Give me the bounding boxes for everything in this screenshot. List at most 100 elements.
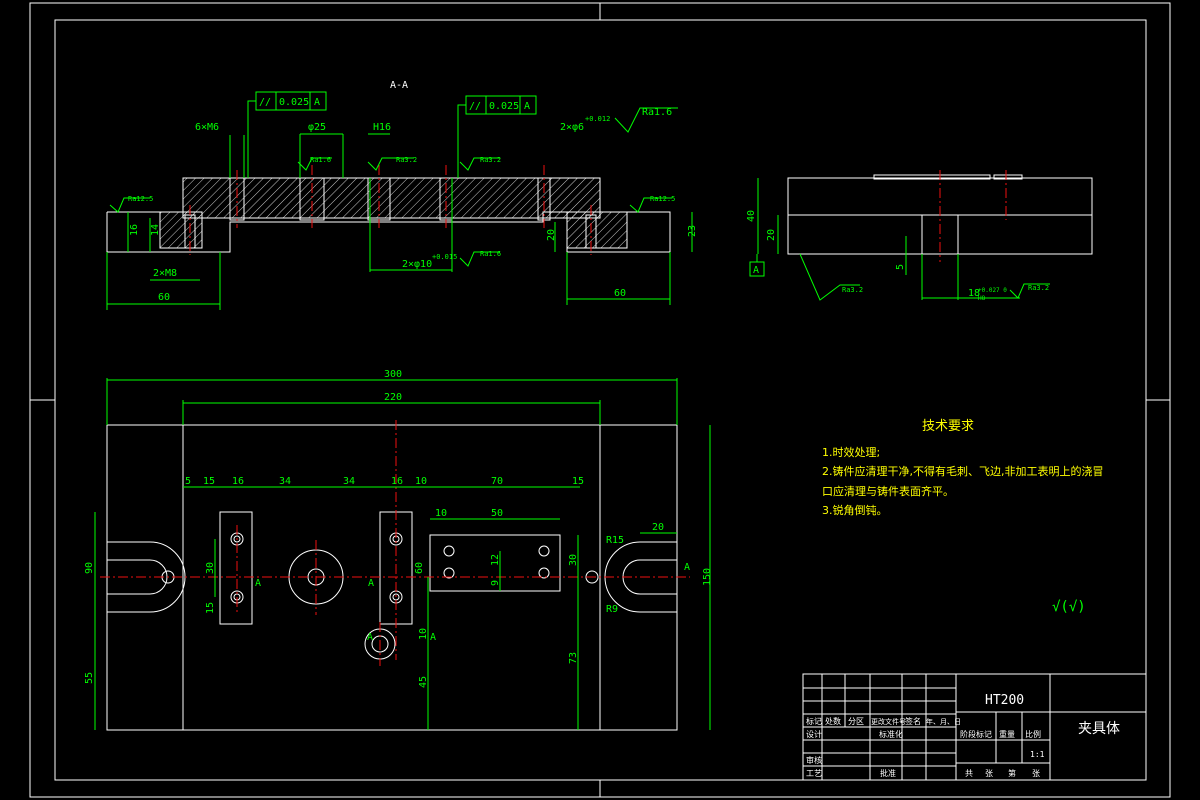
side-dim-18-tol: +0.027 0: [978, 287, 1007, 294]
tech-item-4: 3.锐角倒钝。: [822, 503, 888, 517]
tb-scale: 1:1: [1030, 750, 1045, 759]
block-3: [429, 534, 561, 592]
side-dim-18: 18: [968, 288, 980, 299]
dim-2d6: 2×φ6: [560, 122, 584, 133]
ra-left: Ra12.5: [128, 195, 153, 203]
tb-part-name: 夹具体: [1078, 721, 1120, 737]
tech-title: 技术要求: [922, 419, 974, 434]
ra-c: Ra3.2: [480, 156, 501, 164]
dim-top-6: 10: [415, 476, 427, 487]
tb-sign: 签名: [905, 716, 921, 726]
fcf-right-val: 0.025: [489, 101, 519, 112]
tb-page2: 张: [1032, 769, 1040, 778]
dim-top-5: 16: [391, 476, 403, 487]
fcf-left-val: 0.025: [279, 97, 309, 108]
tb-review: 审核: [806, 755, 822, 765]
tb-doc: 更改文件号: [871, 717, 906, 726]
tb-stage: 阶段标记: [960, 729, 992, 739]
tech-item-3: 口应清理与铸件表面齐平。: [822, 484, 954, 498]
dim-2d10-tol: +0.015: [432, 253, 457, 261]
title-block: 标记 处数 分区 更改文件号 签名 年、月、日 设计 标准化 审核 工艺 批准 …: [802, 673, 1147, 781]
roughness-note: √(√): [1052, 599, 1086, 615]
ra-symbol-1: [614, 107, 678, 133]
dim-16: 16: [129, 224, 140, 236]
tech-item-2: 2.铸件应清理干净,不得有毛刺、飞边,非加工表明上的浇冒: [822, 464, 1104, 478]
dim-9: 9: [490, 580, 501, 586]
dim-15: 15: [205, 602, 216, 614]
section-label: A-A: [390, 80, 408, 91]
section-hatch-left: [159, 211, 203, 249]
dim-30a: 30: [205, 562, 216, 574]
tb-total: 共: [965, 769, 973, 778]
dim-top-0: 5: [185, 476, 191, 487]
fcf-right-sym: //: [469, 101, 481, 112]
tech-item-1: 1.时效处理;: [822, 445, 880, 459]
dim-top-2: 16: [232, 476, 244, 487]
dim-top-4: 34: [343, 476, 355, 487]
dim-90: 90: [84, 562, 95, 574]
plan-view: 300 220 5 15 16 34 34 16 10 70 15 10 50 …: [84, 369, 713, 731]
ra-b: Ra3.2: [396, 156, 417, 164]
u-slot-left-outer: [107, 541, 186, 613]
tb-mark: 标记: [806, 716, 822, 726]
dim-73: 73: [568, 652, 579, 664]
tb-page: 第: [1008, 768, 1016, 778]
section-view-a-a: A-A // 0.025 A // 0.025 A: [106, 80, 698, 310]
dim-h16: H16: [373, 122, 391, 133]
tb-ratio: 比例: [1025, 729, 1041, 739]
dim-top-7: 70: [491, 476, 503, 487]
dim-30b: 30: [568, 554, 579, 566]
tb-approve: 批准: [880, 768, 896, 778]
tb-process: 工艺: [806, 769, 822, 778]
tb-design: 设计: [806, 729, 822, 739]
dim-23: 23: [687, 225, 698, 237]
section-mark-1: A: [367, 632, 373, 643]
dim-60-left: 60: [158, 292, 170, 303]
dim-2d6-tol: +0.012: [585, 115, 610, 123]
dim-2m8: 2×M8: [153, 268, 177, 279]
dim-6m6: 6×M6: [195, 122, 219, 133]
ra-1-6: Ra1.6: [642, 107, 672, 118]
dim-45: 45: [418, 676, 429, 688]
dim-150: 150: [702, 568, 713, 586]
tb-count: 处数: [825, 716, 841, 726]
dim-60-right: 60: [614, 288, 626, 299]
tech-requirements: 技术要求 1.时效处理; 2.铸件应清理干净,不得有毛刺、飞边,非加工表明上的浇…: [822, 419, 1104, 615]
tb-date: 年、月、日: [926, 717, 961, 726]
tb-weight: 重量: [999, 729, 1015, 739]
dim-60: 60: [414, 562, 425, 574]
dim-14: 14: [150, 224, 161, 236]
ra-right: Ra12.5: [650, 195, 675, 203]
dim-r15: R15: [606, 535, 624, 546]
tb-standard: 标准化: [879, 729, 903, 739]
fcf-left-datum: A: [314, 97, 320, 108]
fcf-right-datum: A: [524, 101, 530, 112]
side-dim-20: 20: [766, 229, 777, 241]
section-mark-4: A: [368, 578, 374, 589]
datum-a: A: [753, 265, 759, 276]
dim-220: 220: [384, 392, 402, 403]
block-1: [219, 511, 253, 625]
side-ra-left: Ra3.2: [842, 286, 863, 294]
side-dim-18-h: H8: [978, 295, 986, 302]
dim-top-8: 15: [572, 476, 584, 487]
ra-a: Ra1.6: [310, 156, 331, 164]
ra-bottom: Ra1.6: [480, 250, 501, 258]
fcf-left-sym: //: [259, 97, 271, 108]
tb-zone: 分区: [848, 717, 864, 726]
side-view: 40 20 A 5 Ra3.2 18 +0.027 0 H8 Ra3.2: [746, 170, 1093, 302]
dim-300: 300: [384, 369, 402, 380]
side-ra-right: Ra3.2: [1028, 284, 1049, 292]
side-dim-5: 5: [895, 264, 906, 270]
tb-material: HT200: [985, 693, 1024, 708]
dim-50: 50: [491, 508, 503, 519]
dim-2d10: 2×φ10: [402, 259, 432, 270]
dim-top-1: 15: [203, 476, 215, 487]
tb-sheet: 张: [985, 769, 993, 778]
dim-20: 20: [652, 522, 664, 533]
side-dim-40: 40: [746, 210, 757, 222]
dim-d25: φ25: [308, 122, 326, 133]
dim-12: 12: [490, 554, 501, 566]
section-hatch-main: [182, 177, 601, 219]
